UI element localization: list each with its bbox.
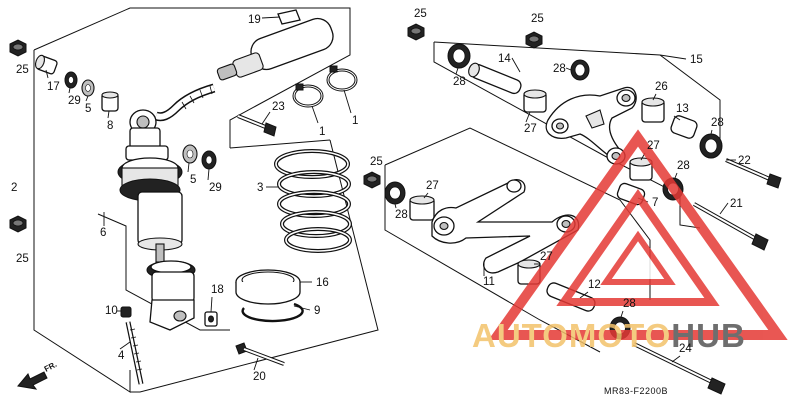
spring-3-icon xyxy=(274,149,352,253)
washer-29a-icon xyxy=(64,71,78,89)
bush-8-icon xyxy=(101,91,119,112)
callout-1: 1 xyxy=(319,126,325,138)
front-direction-label: FR. xyxy=(43,360,59,374)
label-19-icon xyxy=(277,9,301,25)
spring-seat-16-icon xyxy=(235,269,301,305)
callout-29: 29 xyxy=(209,182,222,194)
watermark-suffix: HUB xyxy=(671,317,746,354)
callout-28: 28 xyxy=(453,76,466,88)
callout-25: 25 xyxy=(16,253,29,265)
bearing-28e-icon xyxy=(384,181,406,205)
callout-28: 28 xyxy=(553,63,566,75)
callout-28: 28 xyxy=(395,209,408,221)
callout-15: 15 xyxy=(690,54,703,66)
callout-19: 19 xyxy=(248,14,261,26)
bolt-23-icon xyxy=(237,114,277,137)
watermark-text: AUTOMOTOHUB xyxy=(472,317,746,354)
cap-10-icon xyxy=(120,306,132,318)
callout-25: 25 xyxy=(16,64,29,76)
callout-25: 25 xyxy=(370,156,383,168)
collar-14-icon xyxy=(468,62,522,95)
callout-14: 14 xyxy=(498,53,511,65)
callout-27: 27 xyxy=(647,140,660,152)
callout-25: 25 xyxy=(531,13,544,25)
shock-arm-11-icon xyxy=(431,178,580,274)
bush-27a-icon xyxy=(523,89,547,113)
hose-icon xyxy=(154,83,216,122)
callout-29: 29 xyxy=(68,95,81,107)
callout-9: 9 xyxy=(314,305,320,317)
callout-6: 6 xyxy=(100,227,106,239)
bolt-22-icon xyxy=(725,158,782,189)
callout-20: 20 xyxy=(253,371,266,383)
bolt-21-icon xyxy=(693,202,769,251)
callout-11: 11 xyxy=(483,276,495,288)
diagram-code: MR83-F2200B xyxy=(604,386,668,396)
bush-27c-icon xyxy=(409,195,435,221)
shock-assembly-frame xyxy=(33,7,379,393)
preload-adjuster-icon xyxy=(117,157,183,202)
callout-27: 27 xyxy=(524,123,537,135)
bearing-28a-icon xyxy=(447,43,471,69)
nut-25d-icon xyxy=(525,31,543,49)
callout-17: 17 xyxy=(47,81,60,93)
nut-25b-icon xyxy=(9,215,27,233)
callout-4: 4 xyxy=(118,350,125,362)
shock-assembly-inner-frame xyxy=(97,213,230,331)
nut-25e-icon xyxy=(363,171,381,189)
bolt-4-icon xyxy=(125,321,144,385)
callout-23: 23 xyxy=(272,101,285,113)
callout-22: 22 xyxy=(738,155,751,167)
callout-2: 2 xyxy=(11,182,17,194)
shock-body-icon xyxy=(137,191,183,263)
reservoir-icon xyxy=(216,17,334,81)
clamp-1b-icon xyxy=(326,65,358,92)
callout-8: 8 xyxy=(107,120,113,132)
callout-25: 25 xyxy=(414,8,427,20)
front-direction-arrow-icon xyxy=(17,371,48,390)
shock-lower-clevis-icon xyxy=(146,260,196,331)
collar-17-icon xyxy=(34,54,58,75)
part-18-icon xyxy=(204,311,218,327)
callout-12: 12 xyxy=(588,279,601,291)
callout-1: 1 xyxy=(352,115,358,127)
watermark: AUTOMOTOHUB xyxy=(472,129,788,354)
bush-26-icon xyxy=(641,97,665,123)
callout-10: 10 xyxy=(105,305,118,317)
collar-13-icon xyxy=(670,115,698,139)
seal-5a-icon xyxy=(81,79,95,97)
bolt-24-icon xyxy=(633,342,726,395)
leader-lines xyxy=(45,16,736,371)
watermark-prefix: AUTO xyxy=(472,317,569,354)
callout-16: 16 xyxy=(316,277,329,289)
callout-28: 28 xyxy=(677,160,690,172)
callout-5: 5 xyxy=(85,103,91,115)
bearing-28b-icon xyxy=(570,59,590,81)
clamp-1a-icon xyxy=(292,83,324,108)
callout-28: 28 xyxy=(623,298,636,310)
callout-24: 24 xyxy=(679,343,692,355)
shock-upper-mount-icon xyxy=(125,109,169,161)
bolt-20-icon xyxy=(235,342,285,366)
callout-26: 26 xyxy=(655,81,668,93)
bearing-28c-icon xyxy=(699,133,723,159)
callout-7: 7 xyxy=(652,197,658,209)
callout-27: 27 xyxy=(426,180,439,192)
circlip-9-icon xyxy=(241,302,304,323)
callout-13: 13 xyxy=(676,103,689,115)
callout-21: 21 xyxy=(730,198,743,210)
callout-5: 5 xyxy=(190,174,196,186)
nut-25-icon xyxy=(9,39,27,57)
callout-3: 3 xyxy=(257,182,263,194)
callout-18: 18 xyxy=(211,284,224,296)
callout-28: 28 xyxy=(711,117,724,129)
callout-27: 27 xyxy=(540,251,553,263)
washer-29b-icon xyxy=(201,150,217,170)
seal-5b-icon xyxy=(182,144,198,164)
nut-25c-icon xyxy=(407,23,425,41)
watermark-middle: MOTO xyxy=(569,317,671,354)
